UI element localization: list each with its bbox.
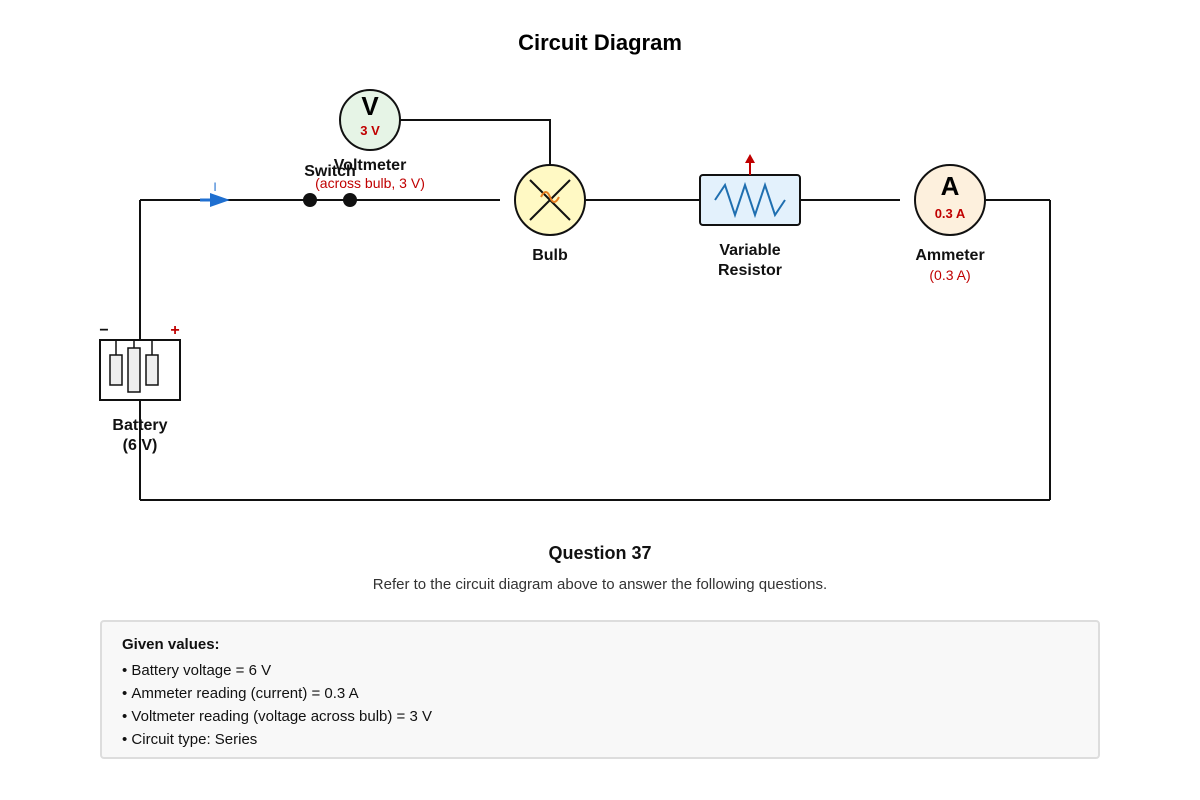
ammeter: A 0.3 A Ammeter (0.3 A) — [914, 164, 986, 283]
battery-cell-1 — [109, 354, 123, 386]
given-heading: Given values: — [122, 636, 220, 653]
given-item-circuit-type: Circuit type: Series — [122, 728, 1078, 751]
battery-label-line2: (6 V) — [123, 437, 158, 454]
given-item-voltmeter-reading: Voltmeter reading (voltage across bulb) … — [122, 705, 1078, 728]
ammeter-reading: 0.3 A — [935, 206, 966, 221]
voltmeter-symbol: V — [361, 91, 379, 121]
variable-resistor: Variable Resistor — [699, 154, 801, 279]
battery-minus-terminal: − — [99, 322, 108, 339]
arrow-head-icon — [210, 193, 230, 207]
ammeter-note: (0.3 A) — [929, 267, 970, 283]
current-direction-arrow: I — [200, 180, 230, 207]
switch-label: Switch — [304, 163, 356, 180]
ammeter-body — [914, 164, 986, 236]
battery-cell-2 — [127, 347, 141, 393]
battery-label-line1: Battery — [112, 417, 167, 434]
voltmeter-note: (across bulb, 3 V) — [315, 175, 425, 191]
given-item-ammeter-reading: Ammeter reading (current) = 0.3 A — [122, 682, 1078, 705]
switch-terminal-right — [343, 193, 357, 207]
bulb-label: Bulb — [532, 247, 568, 264]
given-list: Battery voltage = 6 V Ammeter reading (c… — [122, 659, 1078, 751]
switch-terminal-left — [303, 193, 317, 207]
battery-plus-terminal: + — [170, 322, 179, 339]
current-label: I — [213, 180, 216, 194]
ammeter-label: Ammeter — [915, 247, 984, 264]
voltmeter-label: Voltmeter — [334, 157, 407, 174]
diagram-title: Circuit Diagram — [518, 30, 682, 55]
filament-icon — [540, 191, 560, 203]
voltmeter: V 3 V Voltmeter (across bulb, 3 V) — [315, 89, 425, 191]
circuit-diagram: Circuit Diagram I Switch V 3 V Voltmeter… — [99, 30, 1051, 501]
voltmeter-reading: 3 V — [360, 123, 380, 138]
bulb: Bulb — [514, 164, 586, 264]
circuit-wires — [139, 119, 1051, 501]
resistor-zigzag-icon — [714, 181, 786, 219]
resistor-label-line1: Variable — [719, 242, 780, 259]
adjust-arrow-icon — [745, 154, 755, 163]
voltmeter-lead-wire — [400, 119, 551, 165]
question-instruction: Refer to the circuit diagram above to an… — [372, 576, 828, 593]
given-item-battery-voltage: Battery voltage = 6 V — [122, 659, 1078, 682]
resistor-label-line2: Resistor — [718, 262, 782, 279]
ammeter-symbol: A — [941, 171, 960, 201]
question-title: Question 37 — [548, 543, 652, 563]
given-values-box: Given values: Battery voltage = 6 V Amme… — [100, 620, 1100, 759]
switch: Switch — [303, 163, 357, 207]
battery: − + Battery (6 V) — [99, 322, 181, 454]
battery-cell-3 — [145, 354, 159, 386]
voltmeter-body — [339, 89, 401, 151]
